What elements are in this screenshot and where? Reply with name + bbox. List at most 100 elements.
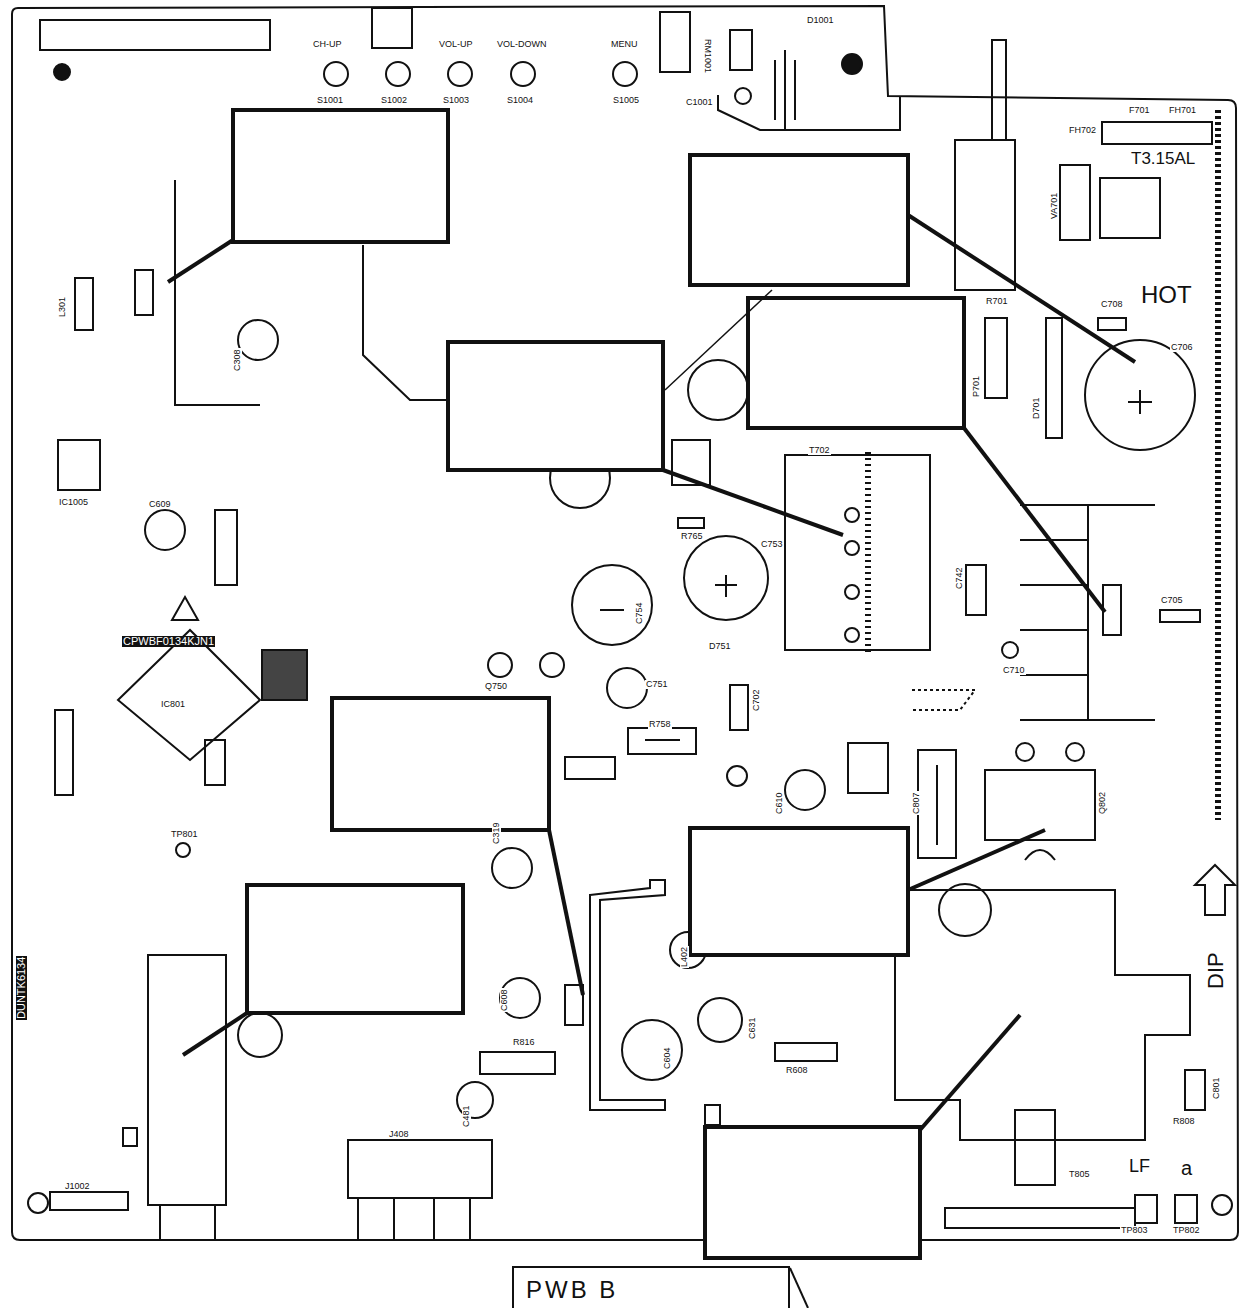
part-label: C705: [1160, 596, 1184, 605]
capacitor: [500, 978, 540, 1018]
pad: [123, 1128, 137, 1146]
trace: [363, 245, 448, 400]
capacitor: [622, 1020, 682, 1080]
test-points: [1135, 1195, 1157, 1223]
test-points: [1175, 1195, 1197, 1223]
component: [1060, 165, 1090, 240]
leader-line: [549, 830, 583, 995]
power-switch: [955, 140, 1015, 290]
part-label: a: [1180, 1158, 1193, 1178]
fuse: [1102, 122, 1212, 144]
part-label: C631: [748, 1016, 757, 1040]
part-label: IC801: [160, 700, 186, 709]
switch: [324, 62, 348, 86]
led: [727, 766, 747, 786]
capacitor: [966, 565, 986, 615]
part-label: VOL-UP: [438, 40, 474, 49]
capacitor: [1185, 1070, 1205, 1110]
part-label: L402: [680, 946, 689, 968]
screw: [1016, 743, 1034, 761]
part-label: C702: [752, 688, 761, 712]
part-label: VOL-DOWN: [496, 40, 548, 49]
part-label: IC1005: [58, 498, 89, 507]
callout-box: [690, 828, 908, 955]
part-label: L301: [58, 296, 67, 318]
leader-line: [663, 470, 843, 535]
part-label: TP801: [170, 830, 199, 839]
capacitor: [688, 360, 748, 420]
part-label: C706: [1170, 343, 1194, 352]
connector: [1015, 1110, 1055, 1185]
warning-sign: [172, 597, 198, 620]
part-label: C604: [663, 1046, 672, 1070]
part-label: C801: [1212, 1076, 1221, 1100]
part-label: C708: [1100, 300, 1124, 309]
resistor: [985, 318, 1007, 398]
part-label: C753: [760, 540, 784, 549]
part-label: C754: [635, 601, 644, 625]
screw: [1066, 743, 1084, 761]
part-label: R808: [1172, 1117, 1196, 1126]
connector: [40, 20, 270, 50]
part-label: P701: [972, 375, 981, 398]
part-label: VA701: [1050, 192, 1059, 220]
resistor: [678, 518, 704, 528]
part-label: TP802: [1172, 1226, 1201, 1235]
part-label: FH702: [1068, 126, 1097, 135]
hatch: [865, 452, 871, 655]
connector-jack: [160, 1205, 215, 1240]
part-label: CPWBF0134KJN1: [122, 636, 215, 647]
part-label: S1003: [442, 96, 470, 105]
jumper-wire: [590, 880, 665, 1110]
capacitor: [145, 510, 185, 550]
capacitor: [1160, 610, 1200, 622]
leader-line: [665, 290, 772, 390]
part-label: D1001: [806, 16, 835, 25]
polarity: [600, 609, 624, 611]
part-label: C610: [775, 791, 784, 815]
part-label: C1001: [685, 98, 714, 107]
capacitor: [730, 685, 748, 730]
callout-box: [690, 155, 908, 285]
part-label: C710: [1002, 666, 1026, 675]
transistor: [540, 653, 564, 677]
capacitor: [238, 1013, 282, 1057]
part-label: S1004: [506, 96, 534, 105]
part-label: R765: [680, 532, 704, 541]
part-label: LF: [1128, 1157, 1151, 1175]
ic: [118, 630, 260, 760]
part-label: R701: [985, 297, 1009, 306]
component: [55, 710, 73, 795]
capacitor: [785, 770, 825, 810]
part-label: D701: [1032, 396, 1041, 420]
jack: [358, 1198, 394, 1240]
part-label: T3.15AL: [1130, 150, 1196, 167]
part-label: Q750: [484, 682, 508, 691]
part-label: C319: [492, 821, 501, 845]
part-label: CH-UP: [312, 40, 343, 49]
connector: [50, 1192, 128, 1210]
capacitor: [205, 740, 225, 785]
hot-region-hatch: [1215, 110, 1221, 820]
mounting-hole: [1212, 1195, 1232, 1215]
part-label: J1002: [64, 1182, 91, 1191]
board-edge: [790, 1268, 808, 1308]
connector: [262, 650, 307, 700]
part-label: C751: [645, 680, 669, 689]
part-label: S1002: [380, 96, 408, 105]
part-label: RM1001: [703, 38, 712, 74]
part-label: T805: [1068, 1170, 1091, 1179]
mounting-hole: [28, 1193, 48, 1213]
component: [215, 510, 237, 585]
board-outline: [12, 6, 1238, 1240]
transistor: [1025, 850, 1055, 860]
switch: [448, 62, 472, 86]
pin: [845, 508, 859, 522]
capacitor: [1002, 642, 1018, 658]
board-label-box: PWB B: [512, 1266, 790, 1308]
leader-line: [964, 428, 1105, 612]
callout-box: [705, 1127, 920, 1258]
flyback-hv: [939, 884, 991, 936]
component: [135, 270, 153, 315]
